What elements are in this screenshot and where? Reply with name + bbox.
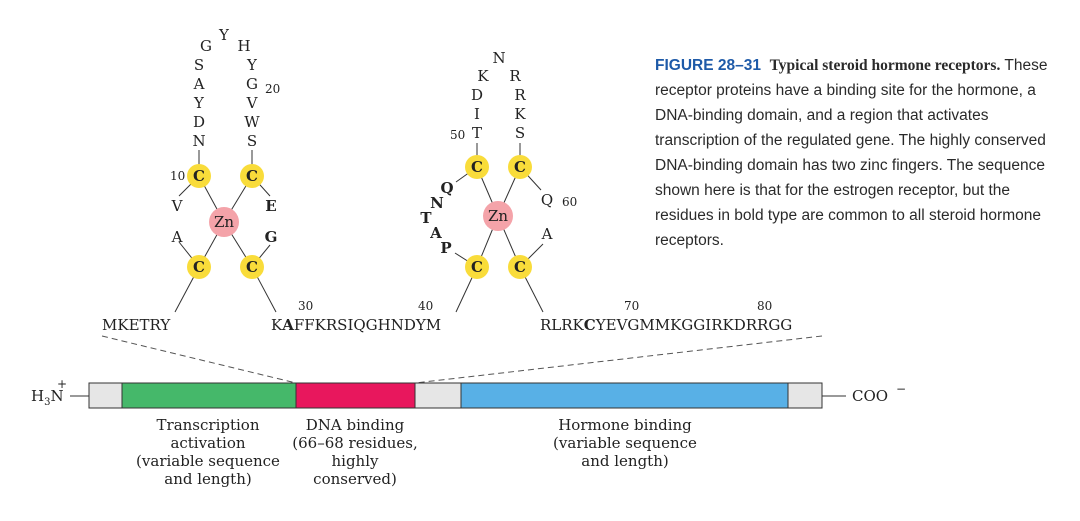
finger1-residue: G — [246, 75, 258, 93]
cysteine: C — [240, 255, 264, 279]
finger1-residue: W — [244, 113, 260, 131]
n-terminus-charge: + — [57, 377, 67, 391]
finger2-residue: K — [514, 105, 526, 123]
svg-text:C: C — [193, 167, 205, 185]
svg-text:Zn: Zn — [488, 207, 508, 225]
svg-text:DNA binding: DNA binding — [306, 416, 405, 434]
expansion-line — [101, 335, 297, 384]
cysteine: C — [240, 164, 264, 188]
finger2-residue: N — [430, 194, 444, 212]
finger1-residue: S — [247, 132, 257, 150]
finger1-residue: Y — [193, 94, 205, 112]
svg-text:C: C — [246, 258, 258, 276]
finger1-residue: Y — [246, 56, 258, 74]
finger2-residue: R — [514, 86, 526, 104]
finger1-residue: G — [265, 228, 278, 246]
svg-text:highly: highly — [332, 452, 380, 470]
svg-text:C: C — [514, 158, 526, 176]
hormone-binding-label: Hormone binding (variable sequence and l… — [553, 416, 697, 470]
svg-text:(66–68 residues,: (66–68 residues, — [292, 434, 417, 452]
sequence-segment: KAFFKRSIQGHNDYM — [271, 316, 441, 334]
cysteine: C — [187, 164, 211, 188]
hormone-binding-domain — [460, 382, 789, 409]
svg-text:activation: activation — [170, 434, 245, 452]
residue-number: 40 — [418, 299, 433, 313]
svg-text:and length): and length) — [581, 452, 668, 470]
svg-text:(variable sequence: (variable sequence — [136, 452, 280, 470]
residue-number: 30 — [298, 299, 313, 313]
finger2-residue: I — [474, 105, 480, 123]
figure-caption-text: These receptor proteins have a binding s… — [655, 57, 1048, 249]
zinc-finger-2: T I D K N R R K S 50 60 Q N T A P Q A C … — [420, 49, 577, 313]
dna-binding-label: DNA binding (66–68 residues, highly cons… — [292, 416, 417, 488]
residue-number: 10 — [170, 169, 185, 183]
finger1-residue: D — [193, 113, 205, 131]
finger1-residue: A — [171, 228, 183, 246]
cysteine: C — [465, 255, 489, 279]
residue-number: 70 — [624, 299, 639, 313]
sequence-segment: MKETRY — [102, 316, 171, 334]
finger2-residue: Q — [541, 191, 553, 209]
c-terminus-charge: − — [896, 382, 906, 396]
linear-sequence: MKETRY KAFFKRSIQGHNDYM RLRKCYEVGMMKGGIRK… — [102, 299, 792, 334]
finger1-residue: A — [193, 75, 205, 93]
svg-text:Hormone binding: Hormone binding — [558, 416, 692, 434]
cysteine: C — [187, 255, 211, 279]
svg-text:C: C — [514, 258, 526, 276]
figure-number: FIGURE 28–31 — [655, 57, 761, 74]
sequence-segment: RLRKCYEVGMMKGGIRKDRRGG — [540, 316, 792, 334]
bar-spacer — [787, 382, 823, 409]
finger1-residue: V — [246, 94, 259, 112]
finger2-residue: Q — [440, 179, 453, 197]
finger2-residue: A — [541, 225, 553, 243]
svg-text:C: C — [246, 167, 258, 185]
cysteine: C — [508, 255, 532, 279]
finger2-residue: P — [440, 239, 451, 257]
transcription-label: Transcription activation (variable seque… — [136, 416, 280, 488]
svg-text:C: C — [193, 258, 205, 276]
finger2-residue: S — [515, 124, 525, 142]
finger1-residue: H — [237, 37, 250, 55]
svg-text:Zn: Zn — [214, 213, 234, 231]
cysteine: C — [508, 155, 532, 179]
residue-number: 20 — [265, 82, 280, 96]
figure-caption: FIGURE 28–31 Typical steroid hormone rec… — [655, 53, 1060, 253]
domain-bar: H3N + COO − — [31, 377, 906, 409]
zinc-finger-1: N D Y A S G Y H Y G V W S 20 10 V A E G … — [170, 26, 280, 313]
n-terminus: H3N — [31, 387, 64, 408]
bar-spacer — [414, 382, 462, 409]
svg-text:C: C — [471, 158, 483, 176]
svg-text:C: C — [471, 258, 483, 276]
dna-binding-domain — [295, 382, 416, 409]
residue-number: 60 — [562, 195, 577, 209]
zinc-ion: Zn — [209, 207, 239, 237]
residue-number: 50 — [450, 128, 465, 142]
finger2-residue: A — [429, 224, 442, 242]
svg-text:conserved): conserved) — [313, 470, 397, 488]
finger2-residue: D — [471, 86, 483, 104]
svg-text:and length): and length) — [164, 470, 251, 488]
finger1-residue: G — [200, 37, 212, 55]
finger1-residue: S — [194, 56, 204, 74]
finger2-residue: K — [477, 67, 489, 85]
svg-text:(variable sequence: (variable sequence — [553, 434, 697, 452]
finger2-residue: T — [420, 209, 432, 227]
cysteine: C — [465, 155, 489, 179]
zinc-ion: Zn — [483, 201, 513, 231]
finger2-residue: T — [472, 124, 482, 142]
finger1-residue: Y — [218, 26, 230, 44]
svg-text:Transcription: Transcription — [157, 416, 260, 434]
finger1-residue: N — [192, 132, 205, 150]
expansion-line — [414, 335, 823, 384]
finger1-residue: E — [265, 197, 276, 215]
finger2-residue: R — [509, 67, 521, 85]
residue-number: 80 — [757, 299, 772, 313]
figure-title: Typical steroid hormone receptors. — [769, 57, 1001, 74]
bar-spacer — [88, 382, 123, 409]
finger2-residue: N — [492, 49, 505, 67]
transcription-activation-domain — [121, 382, 297, 409]
finger1-residue: V — [171, 197, 184, 215]
c-terminus: COO — [852, 387, 888, 405]
